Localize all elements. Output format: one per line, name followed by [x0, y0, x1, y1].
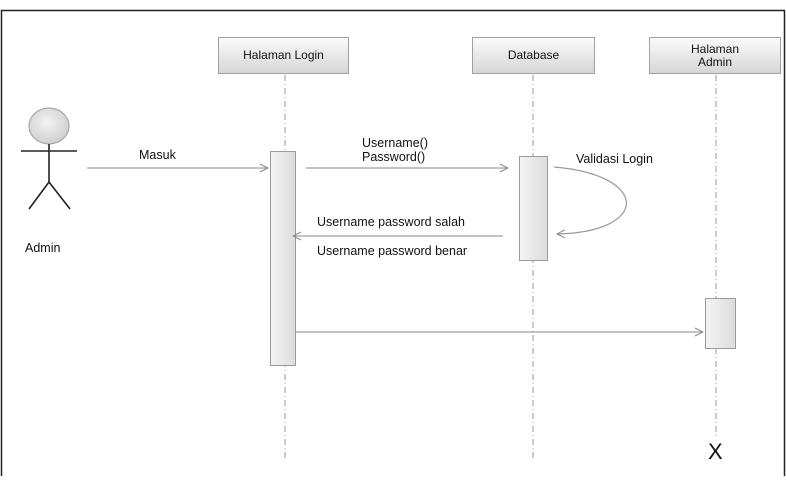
- message-benar-label: Username password benar: [317, 244, 468, 258]
- halaman-login-label: Halaman Login: [243, 48, 324, 62]
- message-username-label: Username(): [362, 136, 428, 150]
- diagram-border: [0, 9, 786, 476]
- activation-halaman-login: [270, 151, 296, 366]
- actor-name: Admin: [25, 241, 61, 255]
- message-masuk-label: Masuk: [139, 148, 176, 162]
- halaman-admin-label: Halaman Admin: [649, 37, 781, 74]
- destroy-mark: X: [708, 439, 723, 464]
- halaman-admin-label-line2: Admin: [697, 54, 732, 69]
- halaman-admin-label-line1: Halaman: [690, 41, 740, 56]
- activation-halaman-admin: [705, 298, 736, 349]
- database-box: [472, 37, 595, 74]
- message-password-label: Password(): [362, 150, 426, 164]
- database-label: Database: [507, 48, 560, 62]
- activation-database: [519, 156, 548, 261]
- self-message-validasi-arrow: [553, 166, 627, 234]
- actor-admin-icon: [21, 107, 77, 210]
- halaman-admin-box: [649, 37, 781, 74]
- self-message-validasi-label: Validasi Login: [576, 152, 653, 166]
- message-salah-label: Username password salah: [317, 215, 465, 229]
- halaman-login-box: [218, 37, 349, 74]
